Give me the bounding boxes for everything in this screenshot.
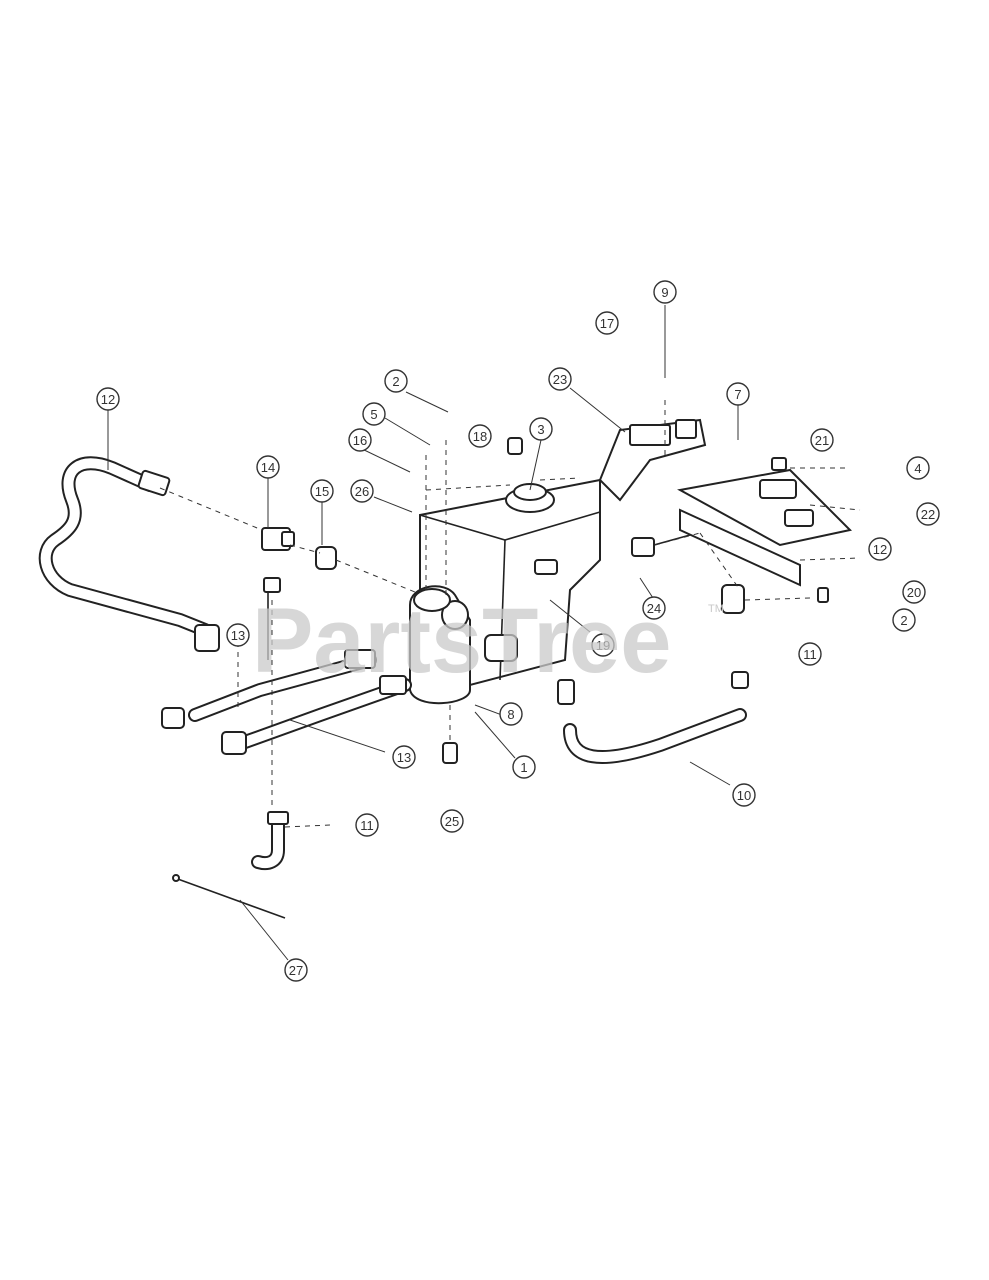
hose-13-upper[interactable] [161,649,377,729]
svg-text:12: 12 [101,392,115,407]
svg-text:5: 5 [370,407,377,422]
svg-text:3: 3 [537,422,544,437]
svg-text:10: 10 [737,788,751,803]
callout-2-right[interactable]: 2 [892,608,916,632]
svg-text:7: 7 [734,387,741,402]
callout-13-bottom[interactable]: 13 [392,745,416,769]
pump-body-8[interactable] [409,585,471,705]
callout-24[interactable]: 24 [642,596,666,620]
svg-text:2: 2 [392,374,399,389]
callout-27[interactable]: 27 [284,958,308,982]
callout-23[interactable]: 23 [548,367,572,391]
filler-cap-3[interactable] [505,437,555,513]
control-valve-assembly[interactable] [677,457,853,587]
fitting-25[interactable] [442,742,458,764]
callout-14[interactable]: 14 [256,455,280,479]
hose-12[interactable] [38,456,220,652]
svg-text:11: 11 [360,818,374,833]
svg-text:25: 25 [445,814,459,829]
svg-text:19: 19 [596,638,610,653]
watermark: PartsTree TM [252,590,724,692]
callout-13-left[interactable]: 13 [226,623,250,647]
svg-text:12: 12 [873,542,887,557]
callout-11-bottom[interactable]: 11 [355,813,379,837]
svg-text:24: 24 [647,601,661,616]
callout-12-right[interactable]: 12 [868,537,892,561]
svg-text:13: 13 [231,628,245,643]
svg-text:23: 23 [553,372,567,387]
hose-10[interactable] [557,671,749,764]
callout-16[interactable]: 16 [348,428,372,452]
hose-13-lower[interactable] [221,675,412,755]
svg-text:9: 9 [661,285,668,300]
fitting-14[interactable] [261,527,295,551]
svg-text:11: 11 [803,647,817,662]
callout-26[interactable]: 26 [350,479,374,503]
callout-2-top[interactable]: 2 [384,369,408,393]
svg-text:2: 2 [900,613,907,628]
callout-5[interactable]: 5 [362,402,386,426]
callout-20[interactable]: 20 [902,580,926,604]
callout-11-right[interactable]: 11 [798,642,822,666]
svg-text:21: 21 [815,433,829,448]
svg-text:15: 15 [315,484,329,499]
svg-text:4: 4 [914,461,921,476]
svg-text:14: 14 [261,460,275,475]
svg-text:20: 20 [907,585,921,600]
assembly-lines [159,400,861,828]
fitting-24[interactable] [631,534,691,557]
svg-text:1: 1 [520,760,527,775]
svg-text:TM: TM [708,603,724,615]
bracket-17[interactable] [598,418,707,502]
svg-text:16: 16 [353,433,367,448]
svg-text:8: 8 [507,707,514,722]
cap-15[interactable] [315,546,337,570]
svg-text:22: 22 [921,507,935,522]
tube-13[interactable] [263,577,281,660]
svg-text:PartsTree: PartsTree [252,590,671,692]
callout-4[interactable]: 4 [906,456,930,480]
callout-7[interactable]: 7 [726,382,750,406]
callout-22[interactable]: 22 [916,502,940,526]
svg-text:13: 13 [397,750,411,765]
svg-text:18: 18 [473,429,487,444]
callout-1[interactable]: 1 [512,755,536,779]
callout-19[interactable]: 19 [591,633,615,657]
svg-text:17: 17 [600,316,614,331]
rod-27[interactable] [172,874,286,919]
callout-8[interactable]: 8 [499,702,523,726]
callout-12[interactable]: 12 [96,387,120,411]
callout-25[interactable]: 25 [440,809,464,833]
svg-text:26: 26 [355,484,369,499]
hose-11[interactable] [251,811,289,871]
callout-21[interactable]: 21 [810,428,834,452]
fitting-2[interactable] [721,584,829,614]
leader-lines [107,305,739,961]
svg-text:27: 27 [289,963,303,978]
callout-18[interactable]: 18 [468,424,492,448]
callout-10-bottom[interactable]: 10 [732,783,756,807]
callout-3[interactable]: 3 [529,417,553,441]
callout-9[interactable]: 9 [653,280,677,304]
callout-17[interactable]: 17 [595,311,619,335]
callout-15[interactable]: 15 [310,479,334,503]
